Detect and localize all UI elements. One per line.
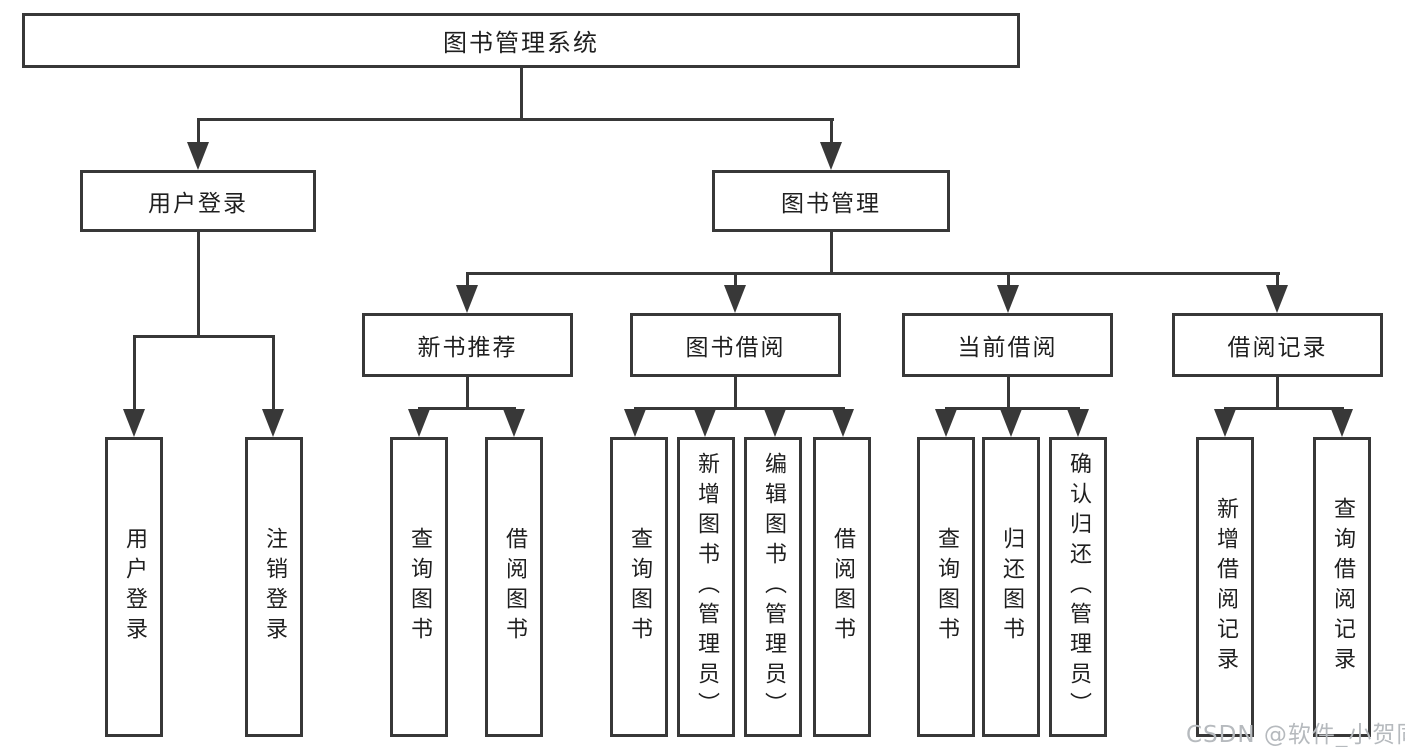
- connector-arrowhead: [1266, 285, 1288, 313]
- connector-line: [734, 377, 737, 409]
- connector-line: [734, 272, 737, 289]
- node-confirm-return-admin: 确认归还（管理员）: [1049, 437, 1107, 737]
- connector-arrowhead: [997, 285, 1019, 313]
- node-query-borrow-record: 查询借阅记录: [1313, 437, 1371, 737]
- connector-arrowhead: [1331, 409, 1353, 437]
- connector-line: [197, 118, 200, 148]
- connector-arrowhead: [1000, 409, 1022, 437]
- connector-arrowhead: [1067, 409, 1089, 437]
- connector-arrowhead: [832, 409, 854, 437]
- connector-line: [1007, 272, 1010, 289]
- connector-arrowhead: [456, 285, 478, 313]
- connector-line: [133, 335, 275, 338]
- connector-arrowhead: [503, 409, 525, 437]
- connector-arrowhead: [935, 409, 957, 437]
- connector-line: [1276, 272, 1279, 289]
- connector-arrowhead: [724, 285, 746, 313]
- node-borrow-books: 借阅图书: [813, 437, 871, 737]
- connector-line: [466, 272, 1280, 275]
- node-logout: 注销登录: [245, 437, 303, 737]
- connector-arrowhead: [820, 142, 842, 170]
- node-add-books-admin: 新增图书（管理员）: [677, 437, 735, 737]
- connector-line: [272, 335, 275, 411]
- node-query-books-current: 查询图书: [917, 437, 975, 737]
- connector-line: [1224, 407, 1344, 410]
- connector-arrowhead: [408, 409, 430, 437]
- node-edit-books-admin: 编辑图书（管理员）: [744, 437, 802, 737]
- connector-line: [830, 232, 833, 274]
- connector-line: [1276, 377, 1279, 409]
- node-current-borrowing: 当前借阅: [902, 313, 1113, 377]
- node-book-borrowing: 图书借阅: [630, 313, 841, 377]
- connector-line: [197, 232, 200, 337]
- node-book-management: 图书管理: [712, 170, 950, 232]
- node-book-management-system: 图书管理系统: [22, 13, 1020, 68]
- connector-line: [466, 272, 469, 289]
- node-query-books-recommend: 查询图书: [390, 437, 448, 737]
- connector-arrowhead: [1214, 409, 1236, 437]
- node-query-books-borrow: 查询图书: [610, 437, 668, 737]
- node-new-book-recommend: 新书推荐: [362, 313, 573, 377]
- connector-line: [634, 407, 845, 410]
- node-borrowing-records: 借阅记录: [1172, 313, 1383, 377]
- connector-arrowhead: [694, 409, 716, 437]
- node-user-login-branch: 用户登录: [80, 170, 316, 232]
- node-user-login: 用户登录: [105, 437, 163, 737]
- connector-arrowhead: [624, 409, 646, 437]
- connector-line: [520, 66, 523, 121]
- node-borrow-books-recommend: 借阅图书: [485, 437, 543, 737]
- connector-arrowhead: [764, 409, 786, 437]
- connector-arrowhead: [187, 142, 209, 170]
- connector-arrowhead: [123, 409, 145, 437]
- connector-line: [133, 335, 136, 411]
- csdn-watermark: CSDN @软件_小贺同学: [1186, 722, 1405, 747]
- connector-arrowhead: [262, 409, 284, 437]
- node-return-books: 归还图书: [982, 437, 1040, 737]
- connector-line: [1007, 377, 1010, 409]
- node-add-borrow-record: 新增借阅记录: [1196, 437, 1254, 737]
- connector-line: [466, 377, 469, 409]
- connector-line: [418, 407, 516, 410]
- connector-line: [830, 118, 833, 148]
- connector-line: [197, 118, 834, 121]
